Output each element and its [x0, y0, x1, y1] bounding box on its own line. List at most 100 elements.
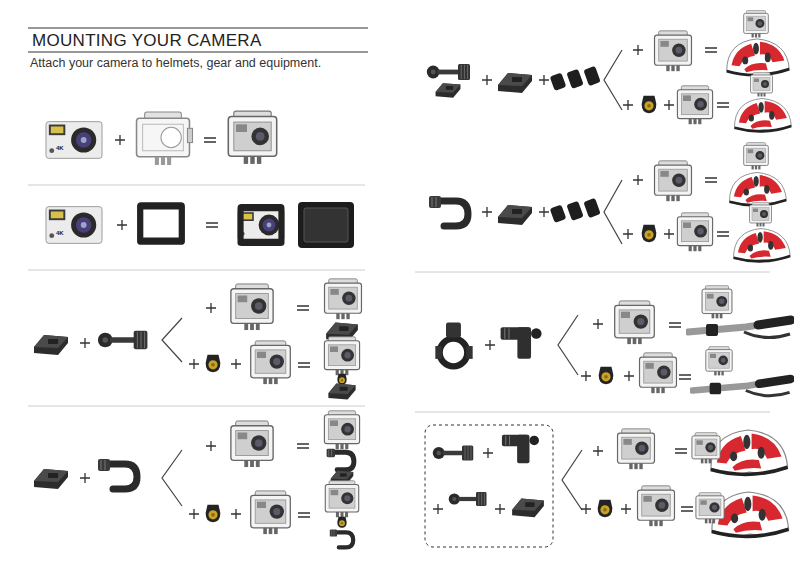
plus-sign	[485, 340, 495, 350]
split-chevron	[562, 450, 582, 510]
frame-back	[298, 202, 354, 248]
equals-sign	[717, 232, 729, 236]
split-chevron	[604, 50, 622, 110]
plus-sign	[433, 504, 443, 514]
plus-sign	[206, 303, 216, 313]
equals-sign	[681, 507, 693, 511]
housed-camera	[325, 481, 358, 517]
split-chevron	[604, 180, 622, 244]
plus-sign	[231, 509, 241, 519]
tripod-adapter	[642, 225, 657, 242]
equals-sign	[679, 375, 691, 379]
plus-sign	[206, 441, 216, 451]
plus-sign	[482, 75, 492, 85]
j-hook-buckle	[327, 449, 354, 470]
plus-sign	[633, 175, 643, 185]
flat-mount	[498, 73, 532, 93]
equals-sign	[298, 513, 310, 517]
kit-group-outline	[425, 425, 553, 547]
split-chevron	[162, 318, 182, 362]
equals-sign	[675, 449, 687, 453]
housed-camera	[751, 73, 773, 97]
housed-camera	[677, 213, 712, 251]
housed-camera	[251, 341, 291, 384]
housed-camera	[324, 337, 359, 375]
row-helmet-jhook	[429, 143, 790, 262]
housed-camera	[655, 161, 692, 201]
plus-sign	[623, 100, 633, 110]
j-hook-buckle	[98, 459, 137, 489]
housed-camera	[677, 86, 712, 124]
housed-camera	[696, 493, 724, 524]
housed-camera	[618, 429, 655, 469]
curved-base	[436, 83, 461, 98]
tripod-adapter	[206, 355, 221, 372]
frame-mount	[237, 204, 284, 246]
helmet	[727, 39, 790, 75]
flat-mount	[328, 384, 355, 400]
thumb-screw	[427, 64, 470, 80]
plus-sign	[624, 371, 634, 381]
housed-camera	[228, 111, 276, 164]
helmet	[729, 172, 786, 205]
row-handlebar	[435, 286, 792, 396]
tripod-adapter	[337, 517, 346, 528]
row-helmet-screw	[427, 11, 792, 132]
camera	[46, 122, 102, 159]
plus-sign	[189, 359, 199, 369]
plus-sign	[80, 338, 90, 348]
frame-mount	[137, 202, 185, 245]
equals-sign	[717, 103, 729, 107]
plus-sign	[495, 504, 505, 514]
flat-mount	[34, 469, 68, 489]
plus-sign	[621, 504, 631, 514]
housed-camera	[702, 286, 732, 319]
waterproof-housing	[137, 112, 193, 165]
housed-camera	[324, 411, 359, 449]
subtitle: Attach your camera to helmets, gear and …	[30, 56, 321, 71]
equals-sign	[669, 323, 681, 327]
equals-sign	[297, 306, 309, 310]
plus-sign	[117, 220, 127, 230]
helmet	[734, 229, 791, 262]
plus-sign	[593, 446, 603, 456]
housed-camera	[750, 203, 772, 227]
helmet	[734, 98, 791, 131]
housed-camera	[640, 353, 677, 393]
plus-sign	[482, 207, 492, 217]
split-chevron	[558, 315, 578, 375]
equals-sign	[298, 363, 310, 367]
plus-sign	[539, 207, 549, 217]
equals-sign	[705, 178, 717, 182]
bike-handlebar	[688, 320, 792, 338]
plus-sign	[593, 319, 603, 329]
housed-camera	[744, 143, 769, 170]
plus-sign	[581, 504, 591, 514]
row-frame	[46, 202, 354, 248]
tripod-adapter	[642, 96, 657, 113]
thumb-screw	[449, 492, 487, 506]
camera	[46, 207, 102, 244]
housed-camera	[692, 433, 720, 464]
plus-sign	[633, 45, 643, 55]
housed-camera	[706, 347, 732, 376]
row-flat-screw	[34, 279, 361, 400]
plus-sign	[189, 509, 199, 519]
camera-badge: 4K	[56, 145, 64, 152]
camera	[238, 210, 284, 240]
housed-camera	[655, 31, 692, 71]
plus-sign	[623, 229, 633, 239]
handlebar-clamp	[435, 323, 472, 367]
elbow-arm	[502, 435, 539, 464]
j-hook-buckle	[330, 529, 353, 547]
plus-sign	[231, 359, 241, 369]
flat-mount	[498, 205, 532, 225]
housed-camera	[231, 284, 273, 330]
tripod-adapter	[206, 505, 221, 522]
elbow-arm	[501, 327, 542, 359]
housed-camera	[615, 301, 655, 344]
page-title: MOUNTING YOUR CAMERA	[32, 31, 262, 51]
plus-sign	[581, 371, 591, 381]
frame-back-panel	[304, 208, 348, 242]
